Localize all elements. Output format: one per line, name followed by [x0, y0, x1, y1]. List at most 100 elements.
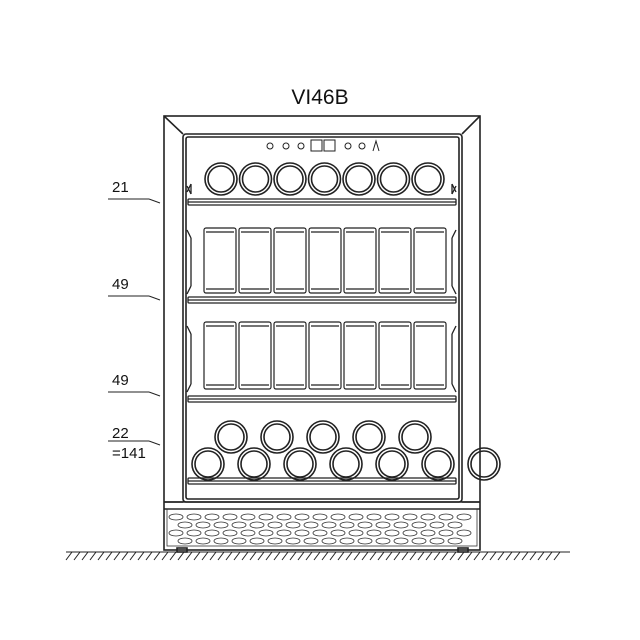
floor-hatch — [417, 551, 425, 561]
shelf-bracket — [451, 185, 457, 195]
grille-slot — [195, 521, 211, 529]
label-leader — [148, 198, 161, 204]
bottle-end-inner — [332, 450, 360, 478]
grille-slot — [357, 521, 373, 529]
bottle-end-inner — [470, 450, 498, 478]
bottle-end-inner — [414, 165, 442, 193]
glass-edge — [185, 136, 460, 500]
shelf-bracket — [451, 183, 457, 193]
bottle-end — [398, 420, 432, 454]
label-leader — [148, 295, 161, 301]
can — [343, 227, 377, 294]
floor-hatch — [545, 551, 553, 561]
shelf-bracket — [186, 325, 192, 335]
floor-hatch — [409, 551, 417, 561]
shelf-bracket — [186, 185, 192, 195]
frame-corner-line — [163, 115, 184, 135]
floor-hatch — [345, 551, 353, 561]
floor-hatch — [209, 551, 217, 561]
grille-slot — [195, 537, 211, 545]
grille-slot — [375, 537, 391, 545]
shelf-bracket — [451, 229, 457, 239]
bottle-end — [238, 162, 273, 196]
floor-hatch — [361, 551, 369, 561]
floor-hatch — [217, 551, 225, 561]
capacity-label-shelf-3: 49 — [112, 372, 129, 389]
grille-slot — [366, 513, 382, 521]
cabinet-outer — [163, 115, 481, 551]
bottle-end — [273, 162, 307, 196]
grille-slot — [186, 529, 202, 537]
grille-slot — [339, 537, 355, 545]
bottle-end — [467, 447, 501, 481]
cans — [203, 227, 447, 390]
grille-slot — [231, 521, 247, 529]
grille-slot — [357, 537, 373, 545]
floor-hatch — [313, 551, 321, 561]
can — [238, 227, 272, 294]
display-digit — [310, 139, 323, 152]
floor — [65, 551, 570, 561]
bottle-end — [329, 447, 363, 481]
floor-hatch — [457, 551, 465, 561]
bottle-end-inner — [194, 450, 222, 478]
grille-slot — [276, 513, 292, 521]
bottle-end-inner — [207, 165, 235, 193]
bottle-end-inner — [345, 165, 373, 193]
bottle-end-inner — [309, 423, 337, 451]
can — [378, 321, 412, 390]
grille-slot — [168, 513, 184, 521]
capacity-label-shelf-4: 22 — [112, 425, 129, 442]
label-leader — [148, 391, 161, 397]
bottle-end — [260, 420, 294, 454]
floor-hatch — [321, 551, 329, 561]
grille-slot — [456, 513, 472, 521]
floor-hatch — [273, 551, 281, 561]
bottle-end — [421, 447, 455, 481]
grille-slot — [285, 521, 301, 529]
floor-hatch — [289, 551, 297, 561]
grille-slot — [384, 513, 400, 521]
control-button-icon — [344, 142, 352, 150]
bottle-end-inner — [263, 423, 291, 451]
grille-slot — [321, 521, 337, 529]
grille-slot — [438, 513, 454, 521]
floor-hatch — [281, 551, 289, 561]
grille-slot — [429, 537, 445, 545]
floor-hatch — [89, 551, 97, 561]
grille-slot — [348, 529, 364, 537]
grille-slot — [240, 529, 256, 537]
grille-slot — [312, 529, 328, 537]
floor-hatch — [265, 551, 273, 561]
bottle-end — [376, 162, 411, 196]
floor-hatch — [225, 551, 233, 561]
grille-slot — [438, 529, 454, 537]
grille-slot — [186, 513, 202, 521]
bottle-end-inner — [424, 450, 452, 478]
grille-slot — [420, 529, 436, 537]
grille-slot — [240, 513, 256, 521]
can — [203, 227, 237, 294]
shelf-bracket — [186, 285, 192, 295]
floor-hatch — [297, 551, 305, 561]
grille-slot — [231, 537, 247, 545]
grille-slot — [447, 537, 463, 545]
floor-hatch — [153, 551, 161, 561]
bottle-end — [342, 162, 376, 196]
grille-slot — [177, 521, 193, 529]
shelf-bracket — [186, 383, 192, 393]
grille-slot — [447, 521, 463, 529]
shelf-bracket — [186, 229, 192, 239]
floor-hatch — [449, 551, 457, 561]
floor-hatch — [497, 551, 505, 561]
bottle-end — [306, 420, 340, 454]
light-button-icon — [372, 139, 380, 152]
floor-hatch — [481, 551, 489, 561]
grille-slot — [330, 529, 346, 537]
floor-hatch — [161, 551, 169, 561]
bottle-end — [204, 162, 238, 196]
floor-hatch — [65, 551, 73, 561]
floor-hatch — [169, 551, 177, 561]
floor-hatch — [241, 551, 249, 561]
grille-slot — [249, 537, 265, 545]
